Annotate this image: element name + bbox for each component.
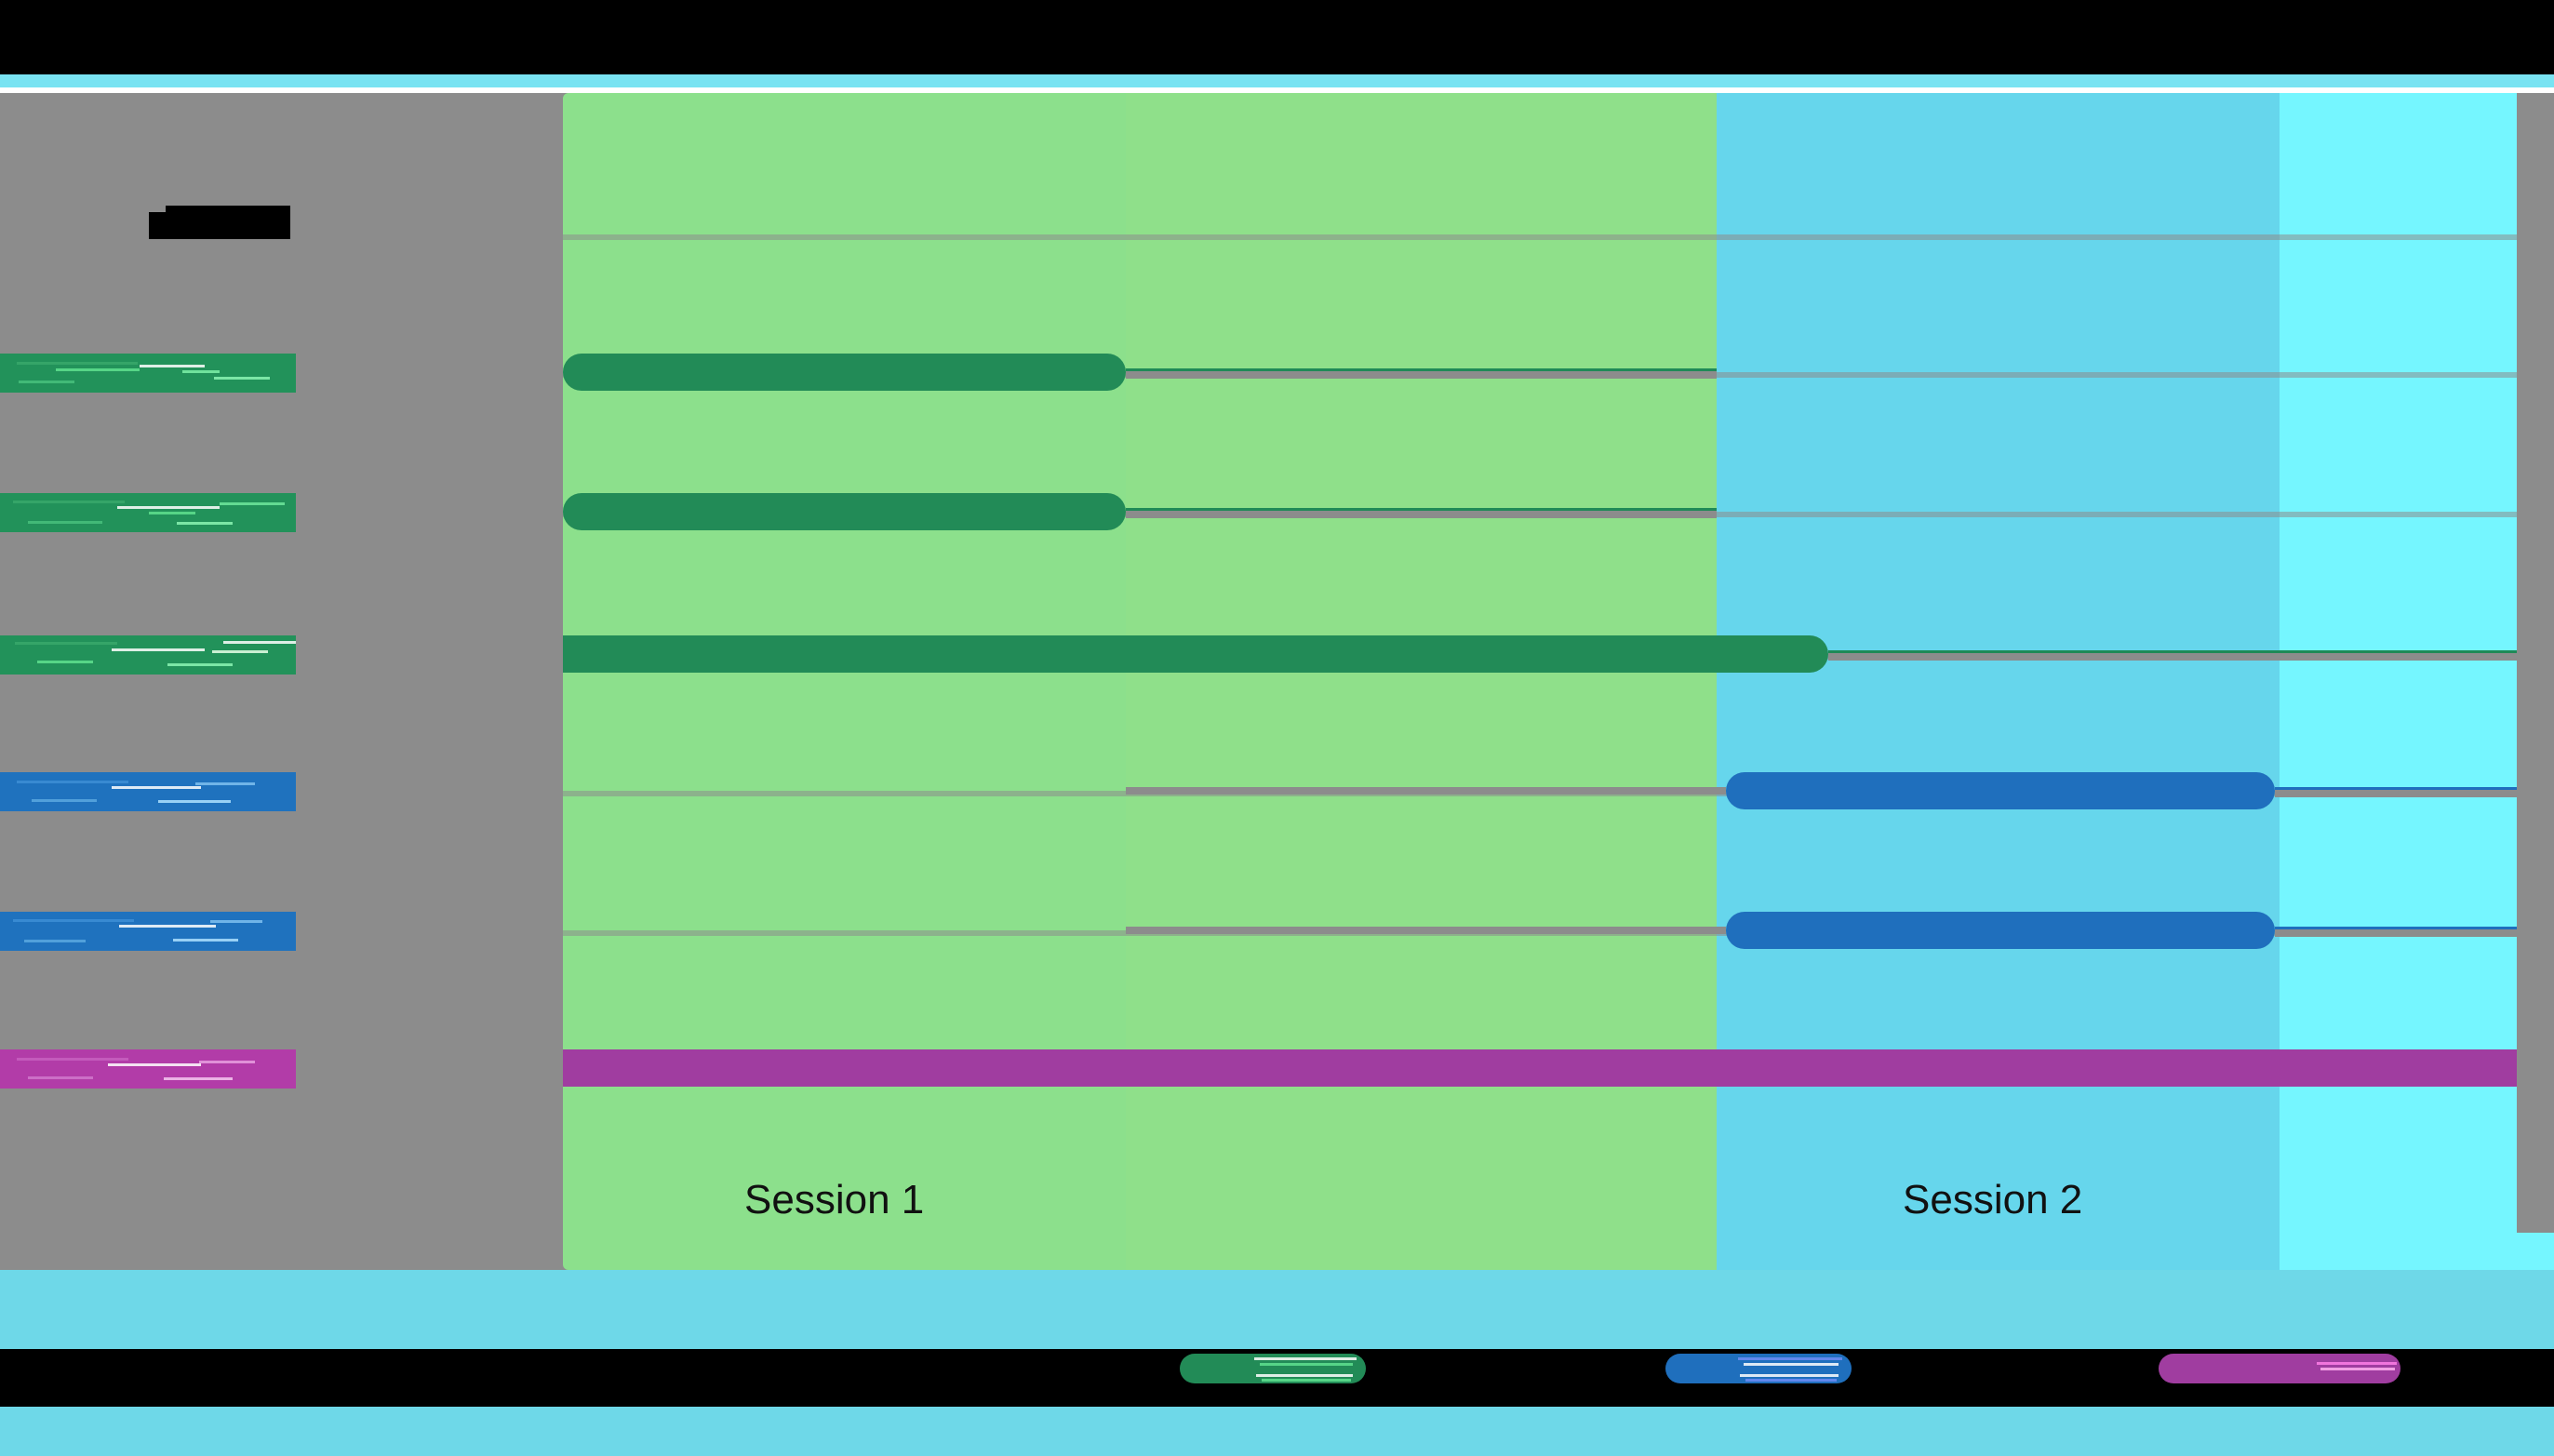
task-bar-3[interactable] <box>1726 772 2275 809</box>
session-2-band <box>1717 93 2280 1270</box>
task-trail-line-0 <box>1126 371 1717 379</box>
task-trail-line-3 <box>2275 790 2517 797</box>
session-1-band-alt <box>1126 93 1717 1270</box>
legend-item-green[interactable] <box>1180 1354 1366 1383</box>
task-bar-5[interactable] <box>307 1049 2554 1087</box>
gantt-chart-canvas[interactable]: Session 1 Session 2 <box>0 93 2554 1270</box>
top-letterbox <box>0 0 2554 74</box>
right-gutter <box>2517 93 2554 1233</box>
task-bar-4[interactable] <box>1726 912 2275 949</box>
row-label-gutter <box>0 93 563 1140</box>
task-trail-line-4 <box>2275 929 2517 937</box>
frame-white-rule <box>0 87 2554 93</box>
row-label-4[interactable] <box>0 912 296 951</box>
column-header-notch <box>149 206 166 212</box>
row-label-0[interactable] <box>0 354 296 393</box>
task-lead-line-3 <box>1126 787 1726 795</box>
column-header-redacted <box>149 206 290 239</box>
task-bar-1[interactable] <box>563 493 1126 530</box>
frame-top-rule <box>0 74 2554 87</box>
session-2-band-alt <box>2280 93 2554 1270</box>
task-trail-line-1 <box>1126 511 1717 518</box>
row-label-2[interactable] <box>0 635 296 675</box>
session-1-label: Session 1 <box>744 1177 925 1222</box>
chart-legend <box>0 1349 2554 1407</box>
task-lead-line-4 <box>1126 927 1726 934</box>
row-label-5[interactable] <box>0 1049 296 1089</box>
app-frame: Session 1 Session 2 <box>0 74 2554 1456</box>
task-trail-line-2 <box>1828 653 2517 661</box>
gutter-divider <box>296 93 299 1140</box>
session-2-label: Session 2 <box>1903 1177 2083 1222</box>
task-bar-0[interactable] <box>563 354 1126 391</box>
row-label-3[interactable] <box>0 772 296 811</box>
gridline <box>563 234 2554 240</box>
legend-item-magenta[interactable] <box>2159 1354 2400 1383</box>
row-label-1[interactable] <box>0 493 296 532</box>
legend-item-blue[interactable] <box>1665 1354 1852 1383</box>
task-bar-2[interactable] <box>368 635 1828 673</box>
